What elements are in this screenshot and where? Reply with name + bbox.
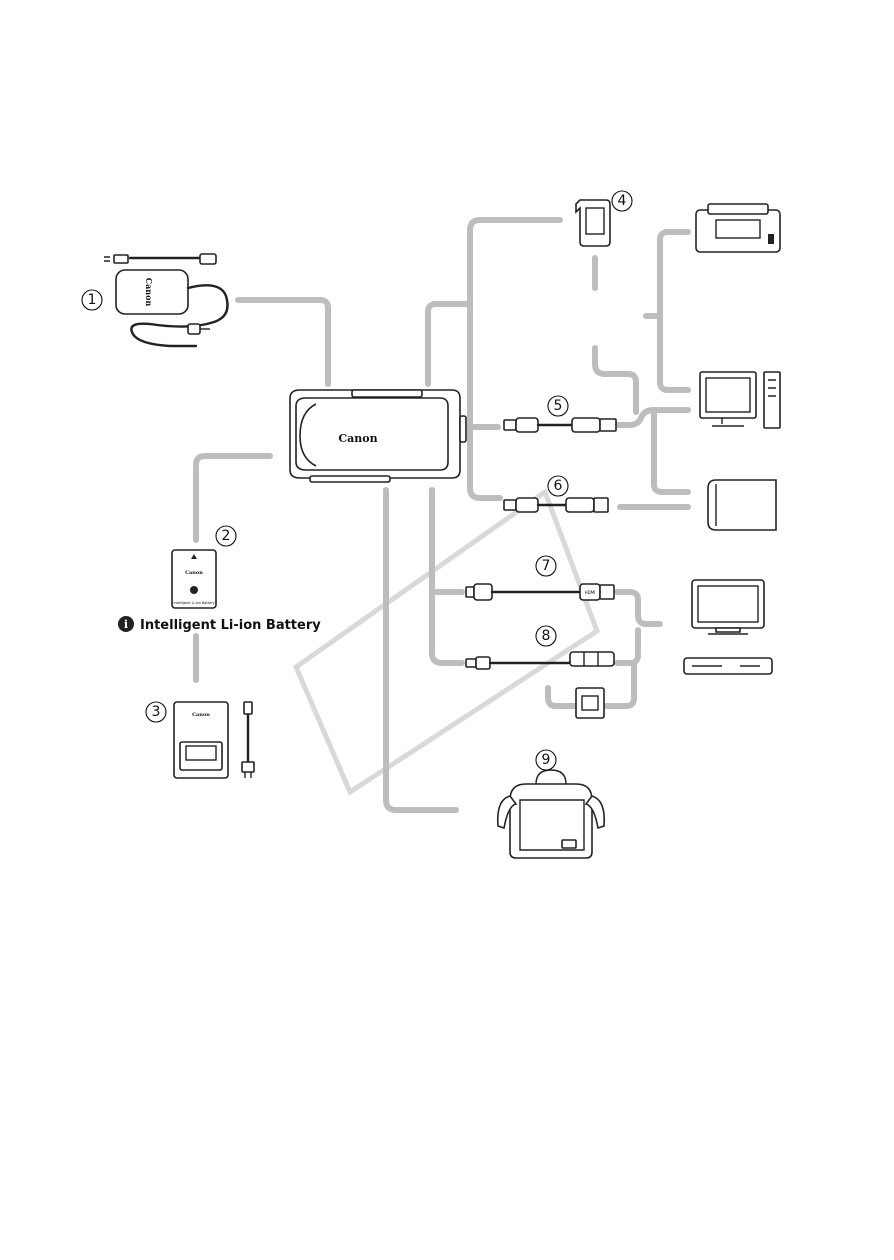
line-card-computer: [595, 258, 636, 412]
computer-icon: [700, 372, 780, 428]
scart-adapter-icon: [576, 688, 604, 718]
svg-text:9: 9: [542, 752, 551, 768]
external-hard-drive-icon: [708, 480, 776, 530]
svg-text:2: 2: [222, 528, 231, 544]
battery-caption: Intelligent Li-ion Battery: [140, 618, 321, 633]
svg-text:5: 5: [554, 398, 563, 414]
memory-card-icon: [576, 200, 610, 246]
hdmi-cable-icon: HDMI: [466, 584, 614, 600]
video-recorder-icon: [684, 658, 772, 674]
svg-text:4: 4: [618, 193, 627, 209]
svg-text:1: 1: [88, 292, 97, 308]
line-adapter-camcorder: [238, 300, 328, 384]
compact-power-adapter-icon: Canon: [104, 254, 228, 346]
line-hdmi-tv: [617, 592, 660, 624]
item-number-9: 9: [536, 750, 556, 770]
usb-adapter-cable-icon: [504, 498, 608, 512]
line-printer-computer: [660, 232, 688, 390]
soft-carrying-case-icon: [498, 770, 605, 858]
item-number-8: 8: [536, 626, 556, 646]
line-computer-drive: [654, 410, 688, 492]
charger-brand: Canon: [192, 712, 210, 718]
svg-text:6: 6: [554, 478, 563, 494]
item-number-6: 6: [548, 476, 568, 496]
line-trunk-vertical: [470, 220, 560, 498]
usb-cable-icon: [504, 418, 616, 432]
connector-lines: [196, 220, 688, 810]
battery-pack-icon: Canon Intelligent Li-ion Battery: [172, 550, 216, 608]
tv-icon: [692, 580, 764, 634]
line-av-tv: [617, 630, 638, 663]
item-number-1: 1: [82, 290, 102, 310]
line-camcorder-battery: [196, 456, 270, 540]
battery-small-label: Intelligent Li-ion Battery: [173, 601, 214, 605]
item-number-4: 4: [612, 191, 632, 211]
battery-charger-icon: Canon: [174, 702, 254, 778]
svg-text:3: 3: [152, 704, 161, 720]
line-camcorder-trunk: [428, 304, 470, 384]
svg-text:8: 8: [542, 628, 551, 644]
hdmi-label: HDMI: [585, 590, 596, 595]
line-camcorder-av: [432, 490, 462, 663]
item-number-7: 7: [536, 556, 556, 576]
camcorder-brand: Canon: [338, 432, 377, 445]
info-glyph: i: [124, 618, 128, 631]
battery-brand: Canon: [185, 570, 203, 576]
adapter-brand: Canon: [144, 278, 154, 307]
svg-text:7: 7: [542, 558, 551, 574]
item-number-3: 3: [146, 702, 166, 722]
item-number-5: 5: [548, 396, 568, 416]
camcorder-icon: Canon: [290, 390, 466, 482]
printer-icon: [696, 204, 780, 252]
battery-caption-group: i Intelligent Li-ion Battery: [118, 616, 321, 633]
item-number-2: 2: [216, 526, 236, 546]
